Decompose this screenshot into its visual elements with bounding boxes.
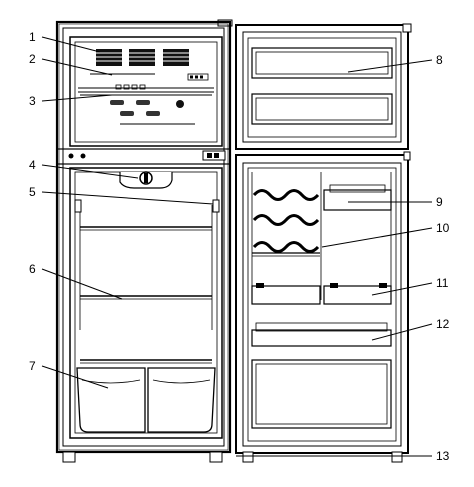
fridge-light xyxy=(74,199,220,213)
callout-10: 10 xyxy=(436,221,450,235)
freezer-control-panel xyxy=(78,73,214,93)
callout-7: 7 xyxy=(29,359,36,373)
cabinet-feet xyxy=(62,451,223,463)
callout-6: 6 xyxy=(29,262,36,276)
callout-12: 12 xyxy=(436,317,450,331)
callout-13: 13 xyxy=(436,449,450,463)
crisper-drawers xyxy=(76,367,216,433)
freezer-shelf xyxy=(80,94,212,125)
fridge-shelf xyxy=(80,226,212,364)
callout-2: 2 xyxy=(29,52,36,66)
door-bin-middle xyxy=(251,283,392,305)
leveling-foot xyxy=(236,451,408,463)
callout-1: 1 xyxy=(29,30,36,44)
freezer-vents xyxy=(96,49,209,81)
callout-11: 11 xyxy=(436,276,449,290)
door-bin-lower xyxy=(251,322,392,347)
callout-5: 5 xyxy=(29,185,36,199)
callout-3: 3 xyxy=(29,94,36,108)
leader-lines xyxy=(41,36,433,457)
refrigerator-cabinet xyxy=(55,19,233,454)
door-bin-upper xyxy=(323,184,392,211)
freezer-door-bin xyxy=(251,47,393,125)
callout-4: 4 xyxy=(29,158,36,172)
callout-9: 9 xyxy=(436,195,443,209)
freezer-door xyxy=(235,23,412,150)
egg-and-bottle-rack xyxy=(252,189,320,257)
freezer-compartment xyxy=(69,36,223,147)
callout-8: 8 xyxy=(436,53,443,67)
fridge-door xyxy=(235,151,411,454)
compartment-divider xyxy=(56,148,231,165)
fridge-thermostat xyxy=(119,171,173,189)
callout-labels: 1 2 3 4 5 6 7 8 9 10 11 12 13 xyxy=(29,30,450,463)
door-bin-bottom xyxy=(251,359,392,429)
